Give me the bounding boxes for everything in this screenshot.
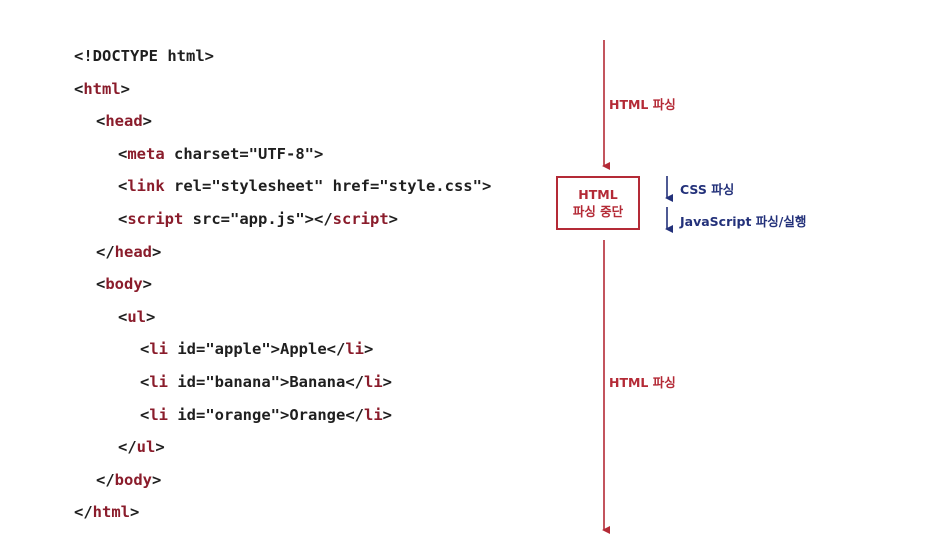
code-line: <body>: [96, 272, 152, 296]
code-text: <: [118, 144, 128, 163]
code-line: <meta charset="UTF-8">: [118, 142, 323, 166]
code-tag-name: li: [363, 373, 383, 391]
code-tag-name: script: [332, 210, 389, 228]
code-text: >: [382, 373, 392, 391]
code-line: </ul>: [118, 435, 165, 459]
code-text: >: [388, 210, 398, 228]
code-text: </: [118, 438, 137, 457]
code-line: </html>: [74, 500, 139, 524]
css-parse-label: CSS 파싱: [680, 182, 735, 197]
code-line: <li id="orange">Orange</li>: [140, 403, 392, 427]
code-text: </: [74, 503, 93, 522]
code-text: >: [155, 438, 165, 457]
code-line: <head>: [96, 109, 152, 133]
code-line: </body>: [96, 468, 161, 492]
stop-box-line1: HTML: [578, 187, 618, 202]
code-text: >: [142, 275, 153, 294]
code-text: <: [96, 275, 106, 294]
code-text: <: [74, 79, 84, 98]
code-text: >: [152, 242, 162, 261]
code-tag-name: li: [363, 405, 383, 424]
code-text: rel="stylesheet" href="style.css">: [164, 177, 492, 196]
html-parse-stop-box: HTML 파싱 중단: [556, 176, 640, 230]
code-text: >: [142, 112, 153, 131]
code-text: id="orange">Orange</: [168, 405, 364, 424]
code-text: >: [130, 503, 140, 522]
code-text: <: [118, 210, 128, 228]
code-text: <!DOCTYPE html>: [74, 47, 214, 65]
html-parse-bottom-label: HTML 파싱: [609, 375, 676, 390]
code-tag-name: ul: [127, 307, 147, 326]
code-line: <ul>: [118, 305, 155, 329]
code-tag-name: li: [149, 340, 169, 359]
code-text: <: [140, 405, 150, 424]
code-line: <link rel="stylesheet" href="style.css">: [118, 174, 491, 198]
code-text: <: [118, 307, 128, 326]
code-text: id="apple">Apple</: [168, 340, 346, 359]
code-line: <li id="banana">Banana</li>: [140, 370, 392, 394]
code-text: >: [152, 470, 162, 489]
code-text: <: [140, 373, 150, 391]
code-tag-name: html: [92, 503, 130, 522]
code-text: </: [96, 242, 115, 261]
code-tag-name: li: [149, 405, 169, 424]
code-tag-name: body: [105, 275, 143, 294]
code-tag-name: link: [127, 177, 165, 196]
code-text: >: [146, 307, 156, 326]
js-parse-label: JavaScript 파싱/실행: [680, 214, 807, 229]
code-line: </head>: [96, 240, 161, 264]
code-tag-name: ul: [136, 438, 156, 457]
code-tag-name: head: [105, 112, 143, 131]
code-text: <: [140, 340, 150, 359]
code-line: <html>: [74, 77, 130, 101]
code-text: >: [382, 405, 392, 424]
code-line: <li id="apple">Apple</li>: [140, 337, 373, 361]
code-text: </: [96, 470, 115, 489]
code-text: charset="UTF-8">: [164, 144, 324, 163]
code-text: >: [120, 79, 131, 98]
stop-box-line2: 파싱 중단: [572, 204, 624, 219]
code-tag-name: script: [127, 210, 184, 228]
code-text: id="banana">Banana</: [168, 373, 364, 391]
code-tag-name: li: [149, 373, 169, 391]
code-text: <: [118, 177, 128, 196]
code-tag-name: body: [114, 470, 152, 489]
code-line: <!DOCTYPE html>: [74, 44, 214, 68]
code-text: <: [96, 112, 106, 131]
code-tag-name: html: [83, 79, 121, 98]
code-tag-name: meta: [127, 144, 165, 163]
code-line: <script src="app.js"></script>: [118, 207, 398, 231]
code-tag-name: head: [114, 242, 152, 261]
code-text: >: [364, 340, 374, 359]
code-tag-name: li: [345, 340, 364, 359]
code-text: src="app.js"></: [183, 210, 333, 228]
html-parse-top-label: HTML 파싱: [609, 97, 676, 112]
